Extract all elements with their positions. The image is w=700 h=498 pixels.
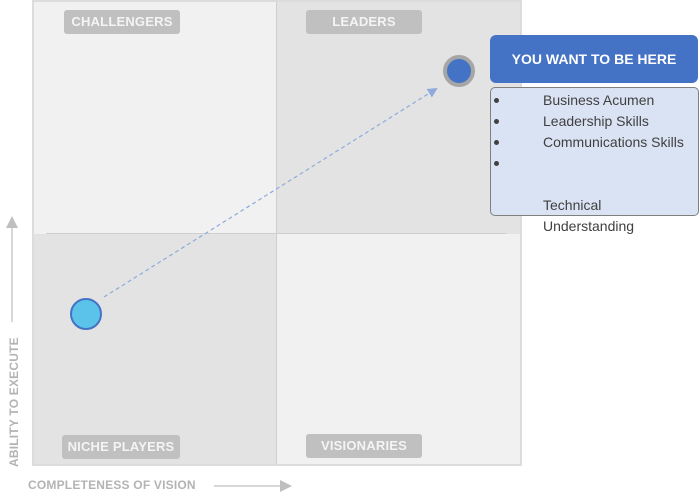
skill-label: Leadership Skills [543, 113, 649, 129]
callout-title: YOU WANT TO BE HERE [490, 35, 698, 83]
bullet-icon [494, 119, 499, 124]
skill-item: Technical Understanding [491, 153, 698, 237]
skill-label: Business Acumen [543, 92, 655, 108]
quadrant-leaders [276, 2, 520, 234]
skill-label: Technical Understanding [543, 197, 635, 234]
magic-quadrant [32, 0, 522, 466]
callout-skills-box: Business Acumen Leadership Skills Commun… [490, 87, 699, 234]
quadrant-visionaries [276, 234, 520, 464]
label-visionaries: VISIONARIES [306, 434, 422, 458]
skill-item: Leadership Skills [491, 111, 698, 132]
skill-label: Communications Skills [543, 134, 684, 150]
label-niche-players: NICHE PLAYERS [62, 435, 180, 459]
bullet-icon [494, 140, 499, 145]
label-challengers: CHALLENGERS [64, 10, 180, 34]
skills-list: Business Acumen Leadership Skills Commun… [491, 90, 698, 237]
quadrant-niche-players [34, 234, 276, 464]
bullet-icon [494, 98, 499, 103]
bullet-icon [494, 161, 499, 166]
horizontal-divider [46, 233, 506, 234]
label-leaders: LEADERS [306, 10, 422, 34]
skill-item: Business Acumen [491, 90, 698, 111]
quadrant-challengers [34, 2, 276, 234]
skill-item: Communications Skills [491, 132, 698, 153]
y-axis-label: ABILITY TO EXECUTE [7, 337, 21, 467]
x-axis-label: COMPLETENESS OF VISION [28, 478, 196, 492]
